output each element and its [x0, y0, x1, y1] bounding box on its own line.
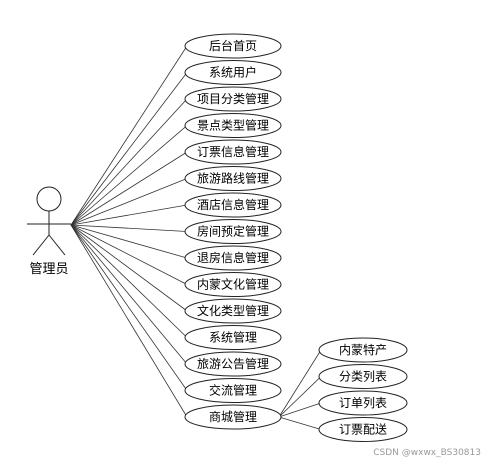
use-case-label: 后台首页 [209, 38, 257, 53]
actor-right-leg [48, 234, 66, 256]
use-case: 文化类型管理 [184, 298, 282, 324]
sub-association-line [278, 349, 322, 418]
use-case: 酒店信息管理 [184, 192, 282, 218]
actor-head [36, 186, 62, 212]
use-case-ellipse [184, 378, 282, 403]
sub-use-case-ellipse [318, 337, 408, 363]
use-case-label: 系统管理 [209, 330, 257, 345]
use-case: 商城管理 [184, 404, 282, 430]
association-line [70, 72, 188, 226]
use-case-ellipse [184, 60, 282, 85]
use-case-label: 交流管理 [209, 383, 257, 398]
sub-use-case-ellipse [318, 417, 408, 442]
use-case: 后台首页 [184, 33, 282, 59]
use-case-label: 景点类型管理 [197, 118, 269, 133]
sub-use-case: 订票配送 [318, 417, 408, 442]
actor-label: 管理员 [29, 262, 68, 277]
sub-association-line [278, 376, 322, 418]
use-case-ellipse [184, 298, 282, 324]
association-line [70, 224, 188, 365]
association-line [70, 224, 188, 391]
actor-left-leg [32, 234, 50, 256]
sub-use-case: 订单列表 [318, 390, 408, 416]
sub-association-line [278, 416, 322, 430]
association-line [70, 224, 188, 259]
association-line [70, 224, 188, 285]
use-case-ellipse [184, 351, 282, 377]
use-case-label: 酒店信息管理 [197, 197, 269, 212]
use-case: 旅游公告管理 [184, 351, 282, 377]
sub-use-case: 分类列表 [318, 364, 408, 389]
use-case-ellipse [184, 33, 282, 59]
use-case-label: 项目分类管理 [197, 91, 269, 106]
use-case: 项目分类管理 [184, 86, 282, 112]
use-case-label: 旅游路线管理 [197, 171, 269, 186]
association-line [70, 204, 188, 226]
sub-use-case-label: 订单列表 [339, 396, 387, 410]
use-case-ellipse [184, 86, 282, 112]
use-case-ellipse [184, 245, 282, 271]
use-case-label: 商城管理 [209, 409, 257, 424]
association-line [70, 224, 188, 338]
use-case-ellipse [184, 166, 282, 191]
use-case-list: 后台首页系统用户项目分类管理景点类型管理订票信息管理旅游路线管理酒店信息管理房间… [184, 33, 282, 430]
sub-use-case-ellipse [318, 364, 408, 389]
use-case: 景点类型管理 [184, 113, 282, 138]
use-case-ellipse [184, 404, 282, 430]
association-line [70, 224, 188, 232]
sub-use-case-label: 内蒙特产 [339, 342, 387, 357]
association-line [70, 125, 188, 226]
use-case: 交流管理 [184, 378, 282, 403]
use-case: 系统管理 [184, 325, 282, 350]
use-case-ellipse [184, 113, 282, 138]
sub-use-case-ellipse [318, 390, 408, 416]
use-case-label: 旅游公告管理 [197, 356, 269, 371]
use-case-label: 房间预定管理 [197, 224, 269, 239]
sub-use-case-label: 分类列表 [339, 370, 387, 384]
association-lines [70, 45, 322, 430]
use-case-label: 系统用户 [209, 65, 257, 80]
association-line [70, 224, 188, 418]
sub-use-case-label: 订票配送 [339, 422, 387, 437]
use-case-label: 退房信息管理 [197, 250, 269, 265]
use-case-label: 内蒙文化管理 [197, 277, 269, 292]
use-case: 系统用户 [184, 60, 282, 85]
use-case: 房间预定管理 [184, 219, 282, 244]
use-case: 退房信息管理 [184, 245, 282, 271]
use-case-ellipse [184, 139, 282, 165]
use-case: 订票信息管理 [184, 139, 282, 165]
association-line [70, 151, 188, 226]
use-case-label: 文化类型管理 [197, 303, 269, 318]
sub-use-case: 内蒙特产 [318, 337, 408, 363]
use-case-ellipse [184, 219, 282, 244]
use-case: 旅游路线管理 [184, 166, 282, 191]
association-line [70, 98, 188, 226]
sub-association-line [278, 402, 322, 418]
use-case-ellipse [184, 325, 282, 350]
use-case: 内蒙文化管理 [184, 272, 282, 297]
actor-figure [27, 186, 71, 256]
use-case-ellipse [184, 272, 282, 297]
association-line [70, 178, 188, 226]
association-line [70, 224, 188, 312]
watermark: CSDN @wxwx_BS30813 [373, 448, 481, 458]
use-case-label: 订票信息管理 [197, 144, 269, 159]
use-case-ellipse [184, 192, 282, 218]
association-line [70, 45, 188, 226]
